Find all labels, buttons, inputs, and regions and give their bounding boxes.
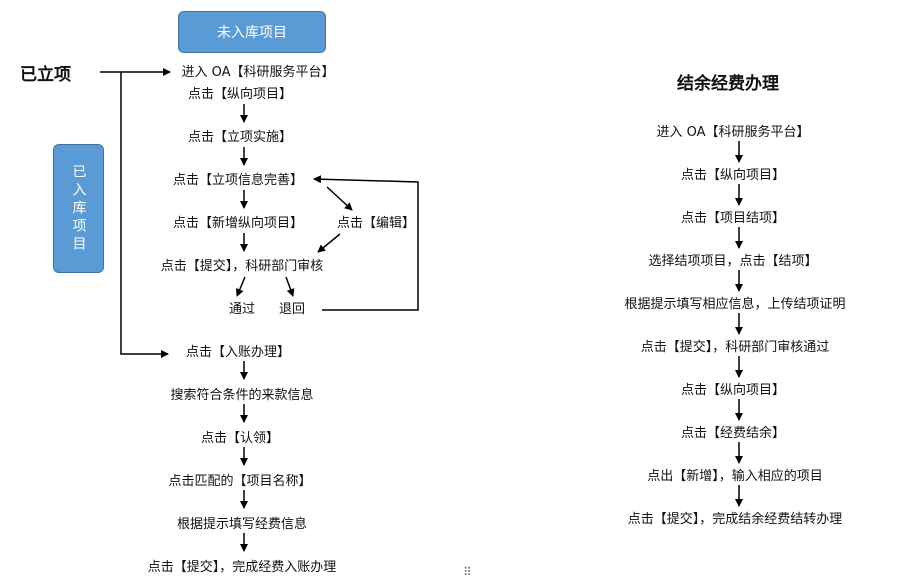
left-step-implementation: 点击【立项实施】 xyxy=(187,130,293,145)
left-step-edit: 点击【编辑】 xyxy=(336,216,416,231)
right-step-enter-oa: 进入 OA【科研服务平台】 xyxy=(656,125,810,140)
right-step-project-closure: 点击【项目结项】 xyxy=(680,211,786,226)
right-step-submit-approved: 点击【提交】，科研部门审核通过 xyxy=(640,340,830,355)
left-step-match-project: 点击匹配的【项目名称】 xyxy=(168,474,312,489)
left-step-vertical-project: 点击【纵向项目】 xyxy=(187,87,293,102)
left-step-submit-finish: 点击【提交】，完成经费入账办理 xyxy=(147,560,337,575)
balance-funds-title: 结余经费办理 xyxy=(677,74,779,94)
drag-handle-icon[interactable]: ⠿ xyxy=(463,565,472,579)
left-step-pass: 通过 xyxy=(228,302,256,317)
right-step-submit-transfer: 点击【提交】，完成结余经费结转办理 xyxy=(627,512,843,527)
left-step-enter-oa: 进入 OA【科研服务平台】 xyxy=(181,65,335,80)
stocked-project-label: 已入库项目 xyxy=(70,163,87,254)
right-step-vertical-project: 点击【纵向项目】 xyxy=(680,168,786,183)
left-step-search-funds: 搜索符合条件的来款信息 xyxy=(170,388,314,403)
approved-project-heading: 已立项 xyxy=(20,65,71,85)
left-step-info-complete: 点击【立项信息完善】 xyxy=(172,173,304,188)
right-step-funds-balance: 点击【经费结余】 xyxy=(680,426,786,441)
stocked-project-box: 已入库项目 xyxy=(53,144,104,273)
unstocked-project-box: 未入库项目 xyxy=(178,11,326,53)
left-step-claim: 点击【认领】 xyxy=(200,431,280,446)
right-step-select-closure: 选择结项项目，点击【结项】 xyxy=(648,254,818,269)
right-step-add-project: 点出【新增】，输入相应的项目 xyxy=(647,469,823,484)
unstocked-project-label: 未入库项目 xyxy=(217,25,287,41)
left-step-account-entry: 点击【入账办理】 xyxy=(185,345,291,360)
left-step-submit-review: 点击【提交】，科研部门审核 xyxy=(160,259,324,274)
right-step-vertical-project-2: 点击【纵向项目】 xyxy=(680,383,786,398)
left-step-return: 退回 xyxy=(278,302,306,317)
left-step-add-vertical: 点击【新增纵向项目】 xyxy=(172,216,304,231)
left-step-fill-funding: 根据提示填写经费信息 xyxy=(176,517,308,532)
right-step-upload-proof: 根据提示填写相应信息，上传结项证明 xyxy=(624,297,846,312)
